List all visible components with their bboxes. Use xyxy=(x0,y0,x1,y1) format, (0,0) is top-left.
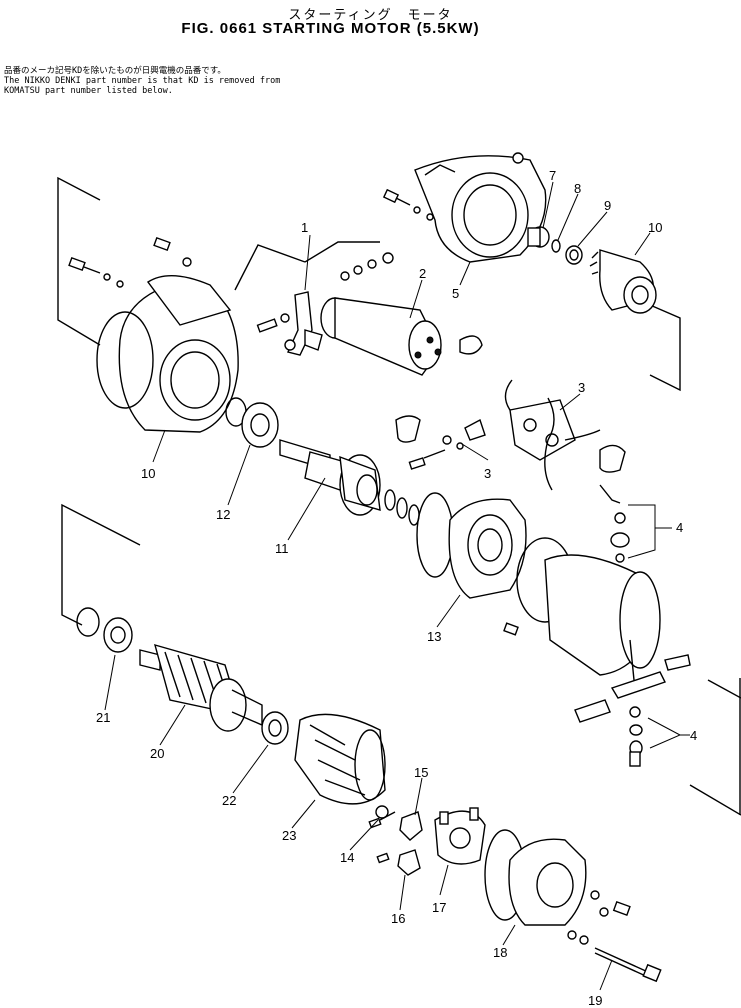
callout-23: 23 xyxy=(282,828,296,843)
callout-5: 5 xyxy=(452,286,459,301)
japanese-title: スターティング モータ xyxy=(288,8,453,23)
callout-20: 20 xyxy=(150,746,164,761)
callout-12: 12 xyxy=(216,507,230,522)
part-3-brush-assy xyxy=(408,379,626,491)
part-6-bushing xyxy=(527,226,550,248)
part-11-drive-shaft xyxy=(279,439,420,526)
callout-10: 10 xyxy=(141,466,155,481)
part-17-brush-holder xyxy=(434,807,486,865)
callout-6: 7 xyxy=(549,168,556,183)
callout-8: 9 xyxy=(604,198,611,213)
part-bolts-5 xyxy=(382,188,434,221)
callout-11: 11 xyxy=(275,541,289,556)
part-19-through-bolt xyxy=(594,947,662,983)
note-line-1: 品番のメーカ記号KDを除いたものが日興電機の品番です。 xyxy=(4,66,226,76)
callout-15: 15 xyxy=(414,765,428,780)
part-number-note: 品番のメーカ記号KDを除いたものが日興電機の品番です。 The NIKKO DE… xyxy=(4,66,280,96)
part-22-bearing xyxy=(261,711,289,745)
callout-4b: 4 xyxy=(690,728,697,743)
part-1-shift-lever xyxy=(234,241,394,356)
part-20-armature xyxy=(139,643,263,732)
callout-17: 17 xyxy=(432,900,446,915)
part-13-center-bracket xyxy=(416,492,527,599)
note-line-2: The NIKKO DENKI part number is that KD i… xyxy=(4,76,281,86)
callout-9: 10 xyxy=(648,220,662,235)
part-7-ring xyxy=(551,239,561,253)
callout-labels: 7 8 9 10 1 2 3 3 5 10 12 11 4 13 4 21 20… xyxy=(96,168,697,1008)
part-10-front-bracket xyxy=(68,236,239,433)
part-12-bearing xyxy=(225,397,279,448)
callout-3a: 3 xyxy=(578,380,585,395)
callout-16: 16 xyxy=(391,911,405,926)
note-line-3: KOMATSU part number listed below. xyxy=(4,86,173,96)
part-9-pinion-clutch xyxy=(589,249,657,314)
part-18-rear-bracket xyxy=(484,829,631,945)
leader-lines xyxy=(104,181,690,991)
part-5-housing xyxy=(414,152,547,263)
part-23-field-coil xyxy=(294,713,386,805)
callout-1: 1 xyxy=(301,220,308,235)
callout-14: 14 xyxy=(340,850,354,865)
callout-19: 19 xyxy=(588,993,602,1008)
figure-title: FIG. 0661 STARTING MOTOR (5.5KW) xyxy=(181,20,480,37)
group-frame-lines xyxy=(57,176,741,816)
part-terminal-cap xyxy=(395,415,421,443)
part-15-brush-spring xyxy=(399,811,423,841)
part-16-brush-spring xyxy=(376,849,421,876)
callout-18: 18 xyxy=(493,945,507,960)
callout-4a: 4 xyxy=(676,520,683,535)
callout-7: 8 xyxy=(574,181,581,196)
callout-21: 21 xyxy=(96,710,110,725)
part-4-nuts xyxy=(599,484,630,563)
callout-2: 2 xyxy=(419,266,426,281)
callout-13: 13 xyxy=(427,629,441,644)
part-14-screw xyxy=(368,805,396,829)
callout-22: 22 xyxy=(222,793,236,808)
part-8-collar xyxy=(565,245,583,265)
part-yoke xyxy=(503,537,661,691)
part-21-bearing xyxy=(76,607,133,653)
callout-3b: 3 xyxy=(484,466,491,481)
part-4-lower-set xyxy=(574,654,691,767)
part-2-solenoid xyxy=(320,297,483,376)
